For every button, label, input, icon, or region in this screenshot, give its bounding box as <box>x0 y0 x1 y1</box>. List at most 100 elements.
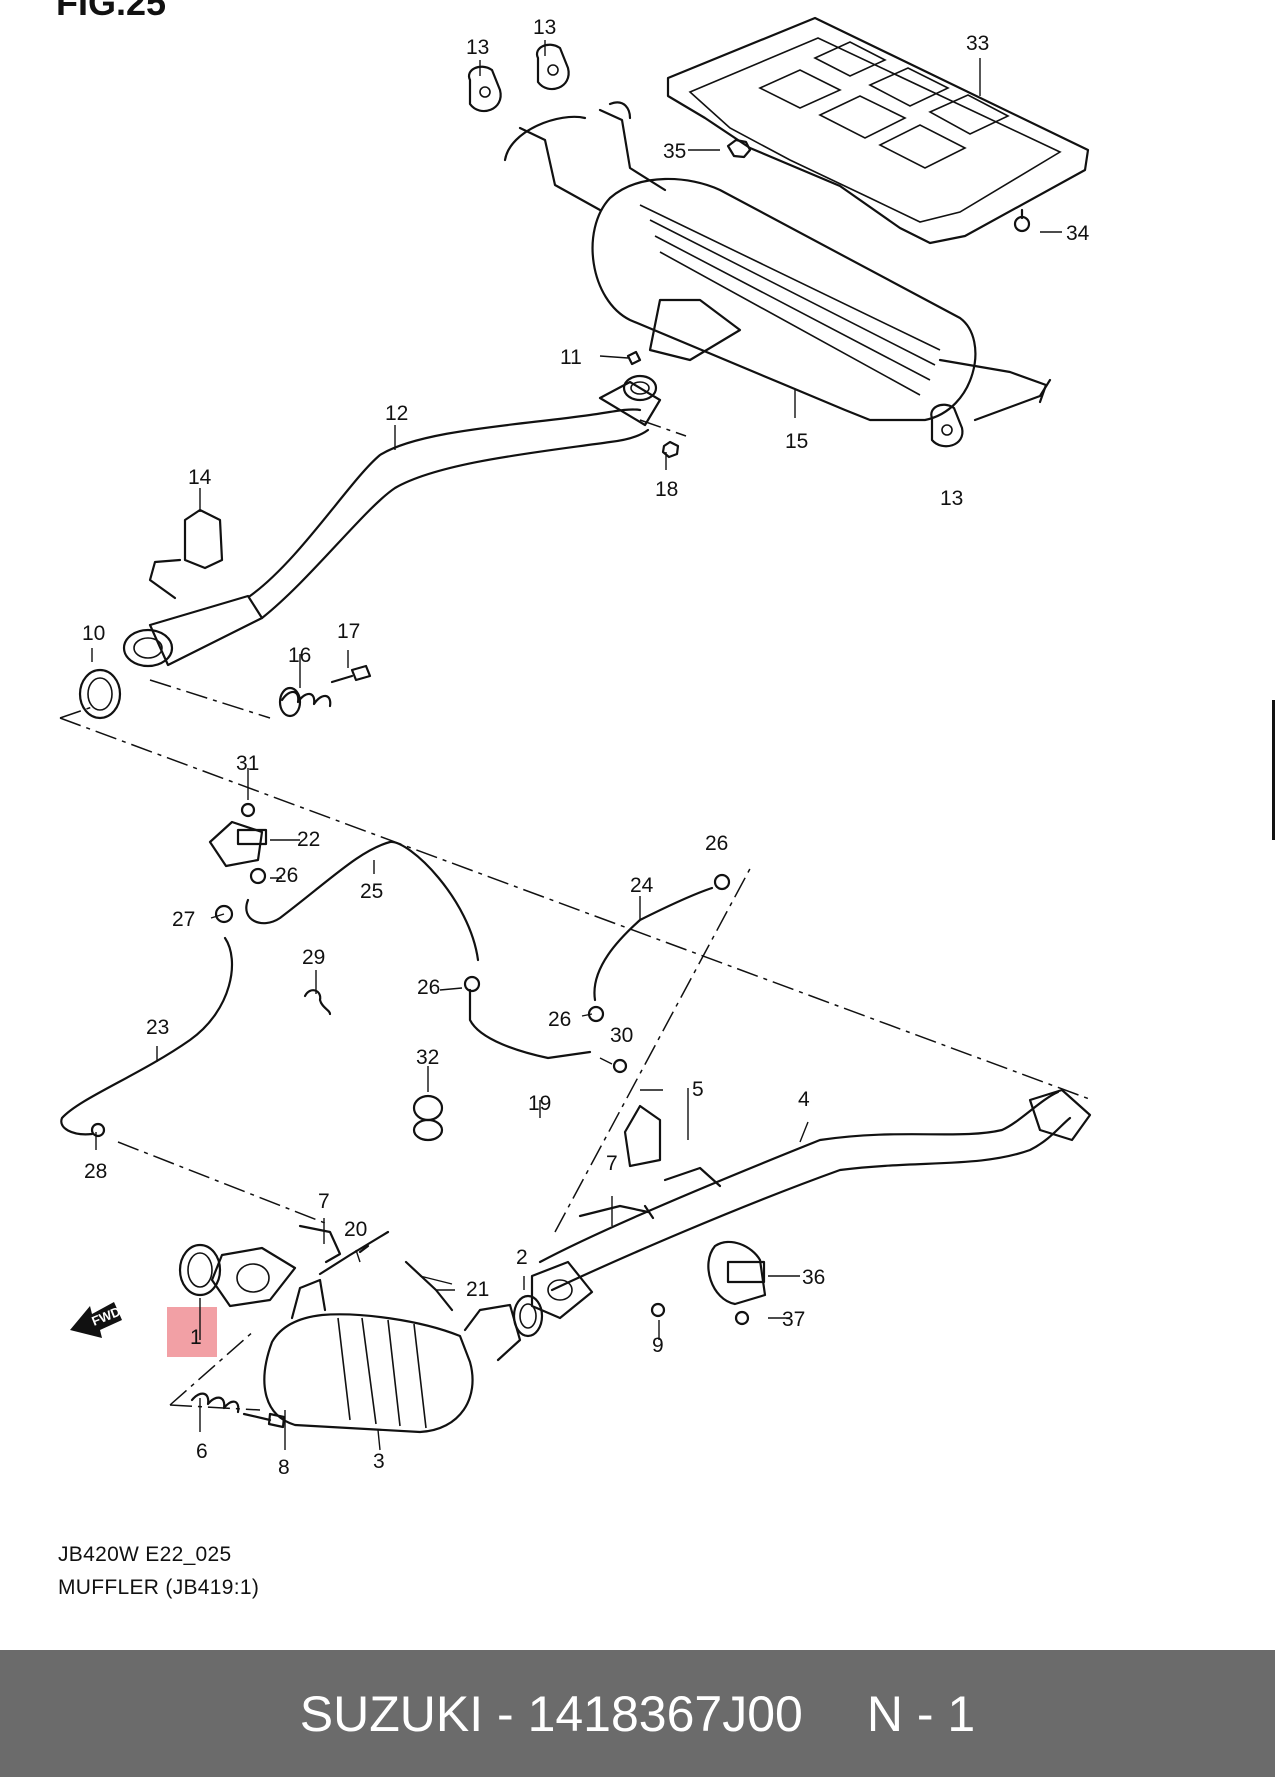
callout-37[interactable]: 37 <box>782 1308 805 1331</box>
callout-27[interactable]: 27 <box>172 908 195 931</box>
o2-sensor[interactable] <box>578 1204 655 1220</box>
callout-30[interactable]: 30 <box>610 1024 633 1047</box>
callout-9[interactable]: 9 <box>652 1334 664 1357</box>
bolt <box>626 350 642 366</box>
callout-21[interactable]: 21 <box>466 1278 489 1301</box>
temp-sensor[interactable] <box>318 1230 390 1276</box>
forward-arrow-icon: FWD <box>70 1302 123 1338</box>
callout-4[interactable]: 4 <box>798 1088 810 1111</box>
callout-6[interactable]: 6 <box>196 1440 208 1463</box>
rear-muffler[interactable] <box>591 177 1048 422</box>
callout-14[interactable]: 14 <box>188 466 212 489</box>
muffler-hanger-rod <box>973 378 1052 422</box>
bolt <box>734 1310 750 1326</box>
bolt <box>240 802 256 818</box>
callout-23[interactable]: 23 <box>146 1016 169 1039</box>
sensor-bracket[interactable] <box>208 820 268 868</box>
callout-32[interactable]: 32 <box>416 1046 439 1069</box>
callout-31[interactable]: 31 <box>236 752 259 775</box>
callout-34[interactable]: 34 <box>1066 222 1090 245</box>
muffler-hanger-rod <box>518 108 667 212</box>
callout-8[interactable]: 8 <box>278 1456 290 1479</box>
callout-26[interactable]: 26 <box>417 976 440 999</box>
callout-26[interactable]: 26 <box>548 1008 571 1031</box>
sensor-hose[interactable] <box>60 936 234 1136</box>
callout-28[interactable]: 28 <box>84 1160 107 1183</box>
bolt[interactable] <box>242 1412 286 1429</box>
section-boundary-line <box>59 717 1093 1101</box>
front-pipe[interactable] <box>530 1088 1092 1320</box>
selected-part-highlight[interactable] <box>167 1307 217 1357</box>
rubber-hanger[interactable] <box>930 403 964 448</box>
callout-35[interactable]: 35 <box>663 140 686 163</box>
diagram-caption: MUFFLER (JB419:1) <box>58 1576 260 1599</box>
part-number: SUZUKI - 1418367J00 <box>299 1685 803 1742</box>
sensor-pipe[interactable] <box>468 988 592 1060</box>
mount-bracket[interactable] <box>707 1240 767 1306</box>
callout-18[interactable]: 18 <box>655 478 678 501</box>
section-boundary-line <box>169 1404 261 1411</box>
sensor-hose[interactable] <box>593 886 714 1002</box>
callout-2[interactable]: 2 <box>516 1246 528 1269</box>
callout-33[interactable]: 33 <box>966 32 989 55</box>
hose-clip <box>713 873 731 891</box>
clip[interactable] <box>303 989 332 1016</box>
callout-29[interactable]: 29 <box>302 946 325 969</box>
callout-25[interactable]: 25 <box>360 880 383 903</box>
callout-3[interactable]: 3 <box>373 1450 385 1473</box>
callout-26[interactable]: 26 <box>275 864 298 887</box>
callout-12[interactable]: 12 <box>385 402 408 425</box>
callout-7[interactable]: 7 <box>606 1152 618 1175</box>
o2-sensor[interactable] <box>298 1224 342 1264</box>
callout-20[interactable]: 20 <box>344 1218 367 1241</box>
sensor-hose[interactable] <box>245 840 480 962</box>
callout-26[interactable]: 26 <box>705 832 728 855</box>
gasket[interactable] <box>622 374 658 402</box>
bolt[interactable] <box>330 664 372 684</box>
callout-19[interactable]: 19 <box>528 1092 551 1115</box>
pipe-hanger[interactable] <box>623 1104 722 1188</box>
callout-22[interactable]: 22 <box>297 828 320 851</box>
callout-24[interactable]: 24 <box>630 874 654 897</box>
callout-13[interactable]: 13 <box>533 16 556 39</box>
footer-bar: SUZUKI - 1418367J00 N - 1 <box>0 1650 1275 1777</box>
callout-17[interactable]: 17 <box>337 620 360 643</box>
callout-16[interactable]: 16 <box>288 644 311 667</box>
hose-clamp[interactable] <box>412 1094 444 1142</box>
heat-shield[interactable] <box>666 16 1090 245</box>
callout-10[interactable]: 10 <box>82 622 105 645</box>
hose-clip <box>463 975 481 993</box>
callout-5[interactable]: 5 <box>692 1078 704 1101</box>
edge-marker <box>1272 700 1275 840</box>
callout-13[interactable]: 13 <box>466 36 489 59</box>
callout-15[interactable]: 15 <box>785 430 808 453</box>
temp-sensor[interactable] <box>404 1260 454 1312</box>
nut <box>726 138 752 159</box>
leader-line <box>91 40 1062 1451</box>
callout-11[interactable]: 11 <box>560 346 582 369</box>
section-boundary-line <box>169 1329 256 1406</box>
exhaust-parts-diagram: FWD 13 13 13 33 35 34 11 12 15 18 14 10 … <box>59 16 1093 1479</box>
hose-clip <box>214 904 234 924</box>
pipe-hanger[interactable] <box>148 508 224 600</box>
center-pipe[interactable] <box>122 380 662 668</box>
rubber-hanger[interactable] <box>535 43 570 91</box>
callout-7[interactable]: 7 <box>318 1190 330 1213</box>
gasket[interactable] <box>178 1243 222 1297</box>
muffler-hanger-rod <box>503 101 632 162</box>
callout-13[interactable]: 13 <box>940 487 963 510</box>
bolt <box>1013 208 1031 233</box>
spring[interactable] <box>278 686 332 718</box>
bolt <box>612 1058 628 1074</box>
section-boundary-line <box>149 679 271 719</box>
nut <box>650 1302 666 1318</box>
figure-title: FIG.25 <box>56 0 167 23</box>
catalytic-converter[interactable] <box>210 1246 522 1434</box>
rubber-hanger[interactable] <box>467 65 502 113</box>
callout-1[interactable]: 1 <box>190 1326 202 1349</box>
position-reference: N - 1 <box>866 1685 976 1742</box>
gasket[interactable] <box>78 668 122 720</box>
spring[interactable] <box>190 1392 240 1414</box>
diagram-code: JB420W E22_025 <box>58 1543 232 1566</box>
callout-36[interactable]: 36 <box>802 1266 825 1289</box>
